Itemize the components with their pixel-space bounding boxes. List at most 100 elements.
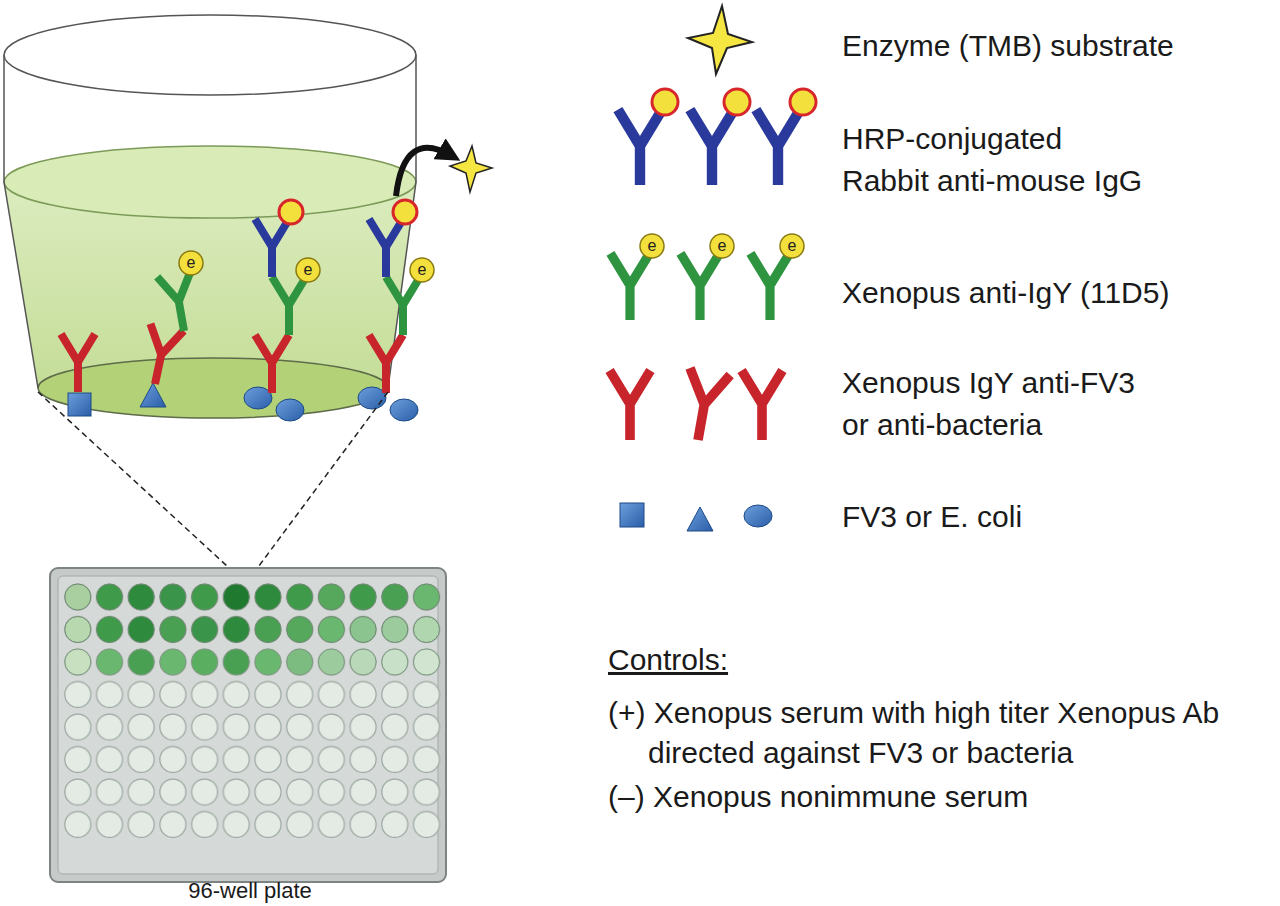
hrp-antibody [756,110,800,185]
plate-well [160,617,186,643]
antigen-bead [244,387,272,409]
enzyme-tag [640,234,664,258]
hrp-tag [393,200,417,224]
row-a-wells [65,584,440,610]
plate-well [97,617,123,643]
enzyme-tag [710,234,734,258]
anti-igy-antibody [610,253,649,320]
plate-well [223,649,249,675]
plate-wells [62,581,442,841]
hrp-antibody [690,110,734,185]
plate-well [414,617,440,643]
plate-well [65,617,91,643]
plate-well [192,584,218,610]
plate-well [128,649,154,675]
plate-well [318,649,344,675]
plate-well [382,649,408,675]
plate-well [382,617,408,643]
control-note: (–) Xenopus nonimmune serum [608,777,1228,817]
enzyme-letter: e [641,235,663,257]
hrp-tag [724,89,750,115]
igy-antibody [255,335,289,393]
plate-well [223,584,249,610]
plate-well [65,649,91,675]
zoom-line [250,392,388,578]
antigen-triangle [140,383,166,407]
anti-igy-antibody [272,277,306,335]
hrp-tag [652,89,678,115]
antigen-bead [744,505,772,527]
plate-well [287,649,313,675]
anti-igy-antibody [750,253,789,320]
plate-well [192,649,218,675]
anti-igy-antibody [386,277,420,335]
igy-antibody [369,335,403,393]
igy-antibody [61,334,95,392]
antigen-square [620,503,644,527]
hrp-antibody [369,219,403,277]
plate-well [318,584,344,610]
well-rim [4,15,416,95]
plate-well [382,584,408,610]
reaction-arrow [396,148,452,196]
enzyme-tag [179,251,203,275]
antigen-bead [390,399,418,421]
enzyme-tag [410,258,434,282]
plate-well [287,617,313,643]
plate-well [160,649,186,675]
well-wall [4,55,38,388]
igy-antibody [138,324,183,388]
plate-well [160,584,186,610]
igy-antibody [610,370,651,440]
controls-heading: Controls: [608,640,908,680]
igy-antibody [742,370,783,440]
row-c-wells [65,649,440,675]
plate-well [255,617,281,643]
enzyme-tag [780,234,804,258]
antigen-triangle [687,507,713,531]
legend-label: Enzyme (TMB) substrate [842,25,1262,67]
plate-well [192,617,218,643]
liquid-surface [4,146,416,218]
hrp-tag [790,89,816,115]
hrp-antibody [255,219,289,277]
well-bottom [38,358,388,418]
legend-label: Xenopus IgY anti-FV3 or anti-bacteria [842,362,1150,446]
enzyme-letter: e [711,235,733,257]
plate-well [128,617,154,643]
igy-antibody [678,368,730,444]
plate-well [223,617,249,643]
legend-label: FV3 or E. coli [842,496,1262,538]
antigen-bead [276,399,304,421]
zoom-line [38,392,240,578]
antigen-bead [358,387,386,409]
substrate-star [450,146,492,192]
legend-label: HRP-conjugated Rabbit anti-mouse IgG [842,118,1150,202]
enzyme-letter: e [297,259,319,281]
plate-well [255,649,281,675]
hrp-antibody [618,110,662,185]
control-note: (+) Xenopus serum with high titer Xenopu… [608,693,1268,773]
antigen-square [68,393,91,416]
enzyme-letter: e [781,235,803,257]
plate-caption: 96-well plate [150,877,350,905]
substrate-star [688,6,752,74]
legend-label: Xenopus anti-IgY (11D5) [842,272,1262,314]
hrp-tag [279,200,303,224]
plate-well [128,584,154,610]
plate-well [97,649,123,675]
plate-well [255,584,281,610]
enzyme-letter: e [180,252,202,274]
anti-igy-antibody [680,253,719,320]
enzyme-tag [296,258,320,282]
enzyme-letter: e [411,259,433,281]
plate-well [65,584,91,610]
anti-igy-antibody [157,271,201,334]
plate-well [97,584,123,610]
plate-well [350,617,376,643]
row-b-wells [65,617,440,643]
plate-well [350,649,376,675]
plate-well [414,584,440,610]
